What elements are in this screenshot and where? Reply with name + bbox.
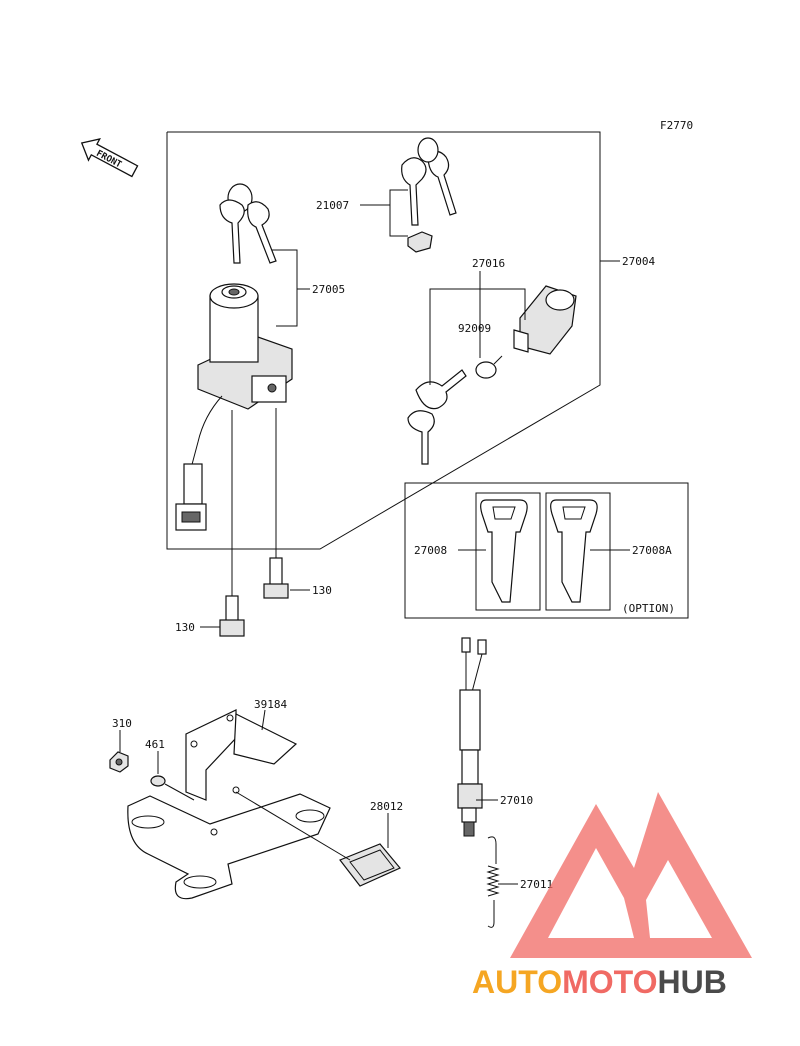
diagram-code: F2770 xyxy=(660,119,693,132)
front-arrow-icon: FRONT xyxy=(80,138,139,178)
label-130-right: 130 xyxy=(312,584,332,597)
label-27011: 27011 xyxy=(520,878,553,891)
blank-keys-box xyxy=(404,482,689,619)
screw-92009 xyxy=(475,355,503,379)
watermark-auto: AUTO xyxy=(472,964,562,1000)
assembly-frame xyxy=(166,131,601,550)
spring-27011 xyxy=(486,836,500,928)
label-310: 310 xyxy=(112,717,132,730)
label-28012: 28012 xyxy=(370,800,403,813)
key-blank-27008 xyxy=(480,499,528,603)
ignition-switch-27005 xyxy=(175,283,293,531)
bolt-130-left xyxy=(219,595,245,637)
bracket-39184 xyxy=(127,709,331,900)
lock-cylinder-27016 xyxy=(513,285,577,355)
label-27008: 27008 xyxy=(414,544,447,557)
keys-21007 xyxy=(401,137,457,253)
label-27016: 27016 xyxy=(472,257,505,270)
label-27010: 27010 xyxy=(500,794,533,807)
label-27005: 27005 xyxy=(312,283,345,296)
keys-27016 xyxy=(407,369,467,465)
watermark-text: AUTOMOTOHUB xyxy=(472,964,727,1000)
washer-461 xyxy=(150,775,166,787)
keys-27005 xyxy=(219,183,277,264)
bolt-130-right xyxy=(263,557,289,599)
label-27008A: 27008A xyxy=(632,544,672,557)
automotohub-logo-icon xyxy=(510,792,752,958)
option-label: (OPTION) xyxy=(622,602,675,615)
nut-310 xyxy=(109,751,129,773)
pad-28012 xyxy=(339,843,401,887)
switch-27010 xyxy=(457,637,487,837)
label-92009: 92009 xyxy=(458,322,491,335)
label-27004: 27004 xyxy=(622,255,655,268)
label-461: 461 xyxy=(145,738,165,751)
label-21007: 21007 xyxy=(316,199,349,212)
label-39184: 39184 xyxy=(254,698,287,711)
watermark-moto: MOTO xyxy=(562,964,657,1000)
watermark-hub: HUB xyxy=(657,964,726,1000)
label-130-left: 130 xyxy=(175,621,195,634)
key-blank-27008A xyxy=(550,499,598,603)
